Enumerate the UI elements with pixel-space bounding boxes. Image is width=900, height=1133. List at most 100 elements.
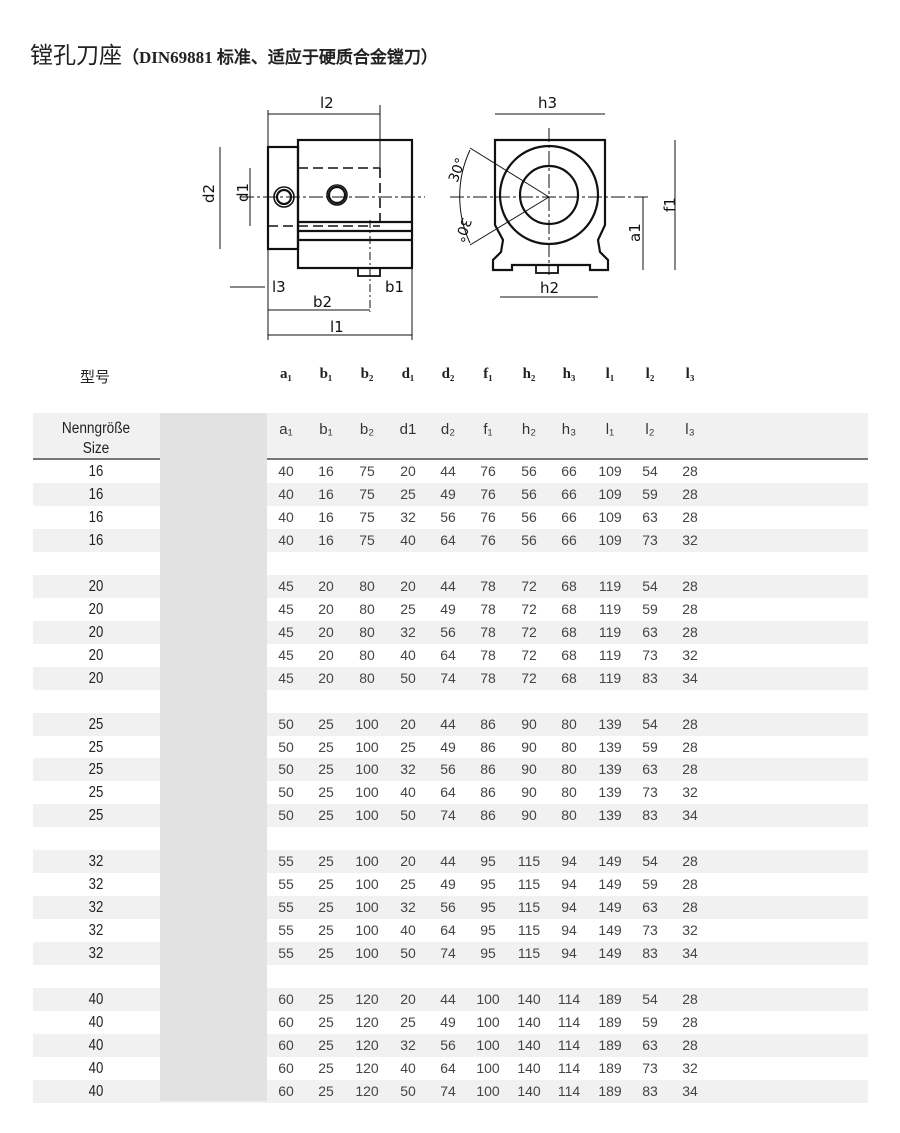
value-cell: 20 xyxy=(318,577,334,594)
technical-drawing: l2 d2 d1 l3 b2 b1 l1 h3 30° 30° a1 f1 h2 xyxy=(200,94,679,340)
spacer-row xyxy=(33,965,868,988)
value-cell: 100 xyxy=(476,1082,500,1099)
value-cell: 114 xyxy=(557,1082,581,1099)
value-cell: 45 xyxy=(278,623,294,640)
value-cell: 189 xyxy=(598,1059,622,1076)
value-cell: 25 xyxy=(400,1014,416,1031)
label-d1: d1 xyxy=(234,183,252,202)
value-cell: 80 xyxy=(561,784,577,801)
value-cell: 50 xyxy=(278,715,294,732)
value-cell: 55 xyxy=(278,922,294,939)
value-cell: 32 xyxy=(682,531,698,548)
value-cell: 68 xyxy=(561,623,577,640)
symbol-10: l₃ xyxy=(685,366,695,382)
value-cell: 100 xyxy=(355,876,379,893)
value-cell: 95 xyxy=(480,945,496,962)
value-cell: 94 xyxy=(561,899,577,916)
column-header: a₁ xyxy=(279,421,293,438)
value-cell: 20 xyxy=(318,600,334,617)
label-l3: l3 xyxy=(272,278,286,296)
value-cell: 59 xyxy=(642,1014,658,1031)
value-cell: 140 xyxy=(517,1082,541,1099)
value-cell: 28 xyxy=(682,738,698,755)
value-cell: 56 xyxy=(440,761,456,778)
size-cell: 20 xyxy=(88,623,104,641)
value-cell: 25 xyxy=(318,899,334,916)
value-cell: 20 xyxy=(400,463,416,479)
label-h3: h3 xyxy=(538,94,557,112)
value-cell: 50 xyxy=(400,945,416,962)
value-cell: 55 xyxy=(278,945,294,962)
value-cell: 115 xyxy=(517,876,541,893)
value-cell: 139 xyxy=(598,738,622,755)
value-cell: 83 xyxy=(642,807,658,824)
value-cell: 86 xyxy=(480,761,496,778)
value-cell: 100 xyxy=(355,738,379,755)
value-cell: 40 xyxy=(278,531,294,548)
value-cell: 109 xyxy=(598,485,622,502)
size-cell: 40 xyxy=(88,1037,104,1054)
value-cell: 25 xyxy=(318,1014,334,1031)
value-cell: 49 xyxy=(440,485,456,502)
value-cell: 100 xyxy=(355,807,379,824)
value-cell: 28 xyxy=(682,853,698,870)
value-cell: 32 xyxy=(682,1059,698,1076)
value-cell: 119 xyxy=(598,623,622,640)
symbol-6: h₂ xyxy=(522,366,536,382)
value-cell: 56 xyxy=(440,623,456,640)
value-cell: 115 xyxy=(517,853,541,870)
value-cell: 74 xyxy=(440,945,456,962)
value-cell: 63 xyxy=(642,508,658,525)
value-cell: 25 xyxy=(318,991,334,1008)
value-cell: 66 xyxy=(561,508,577,525)
value-cell: 119 xyxy=(598,669,622,686)
value-cell: 25 xyxy=(318,876,334,893)
value-cell: 55 xyxy=(278,853,294,870)
value-cell: 60 xyxy=(278,1014,294,1031)
value-cell: 40 xyxy=(400,646,416,663)
value-cell: 25 xyxy=(318,715,334,732)
value-cell: 149 xyxy=(598,899,622,916)
value-cell: 25 xyxy=(318,738,334,755)
value-cell: 49 xyxy=(440,876,456,893)
value-cell: 80 xyxy=(359,646,375,663)
value-cell: 56 xyxy=(521,485,537,502)
value-cell: 100 xyxy=(355,853,379,870)
value-cell: 20 xyxy=(400,991,416,1008)
value-cell: 149 xyxy=(598,945,622,962)
label-f1: f1 xyxy=(661,197,679,212)
symbol-9: l₂ xyxy=(645,366,655,382)
value-cell: 120 xyxy=(355,991,379,1008)
column-header: d1 xyxy=(399,421,417,438)
size-cell: 25 xyxy=(88,738,104,756)
value-cell: 56 xyxy=(440,1037,456,1053)
value-cell: 28 xyxy=(682,623,698,640)
value-cell: 32 xyxy=(400,1037,416,1053)
size-cell: 20 xyxy=(88,646,104,664)
column-header: h₃ xyxy=(561,421,577,438)
spacer-row xyxy=(33,552,868,575)
value-cell: 100 xyxy=(355,784,379,801)
label-d2: d2 xyxy=(200,184,218,203)
value-cell: 49 xyxy=(440,1014,456,1031)
value-cell: 115 xyxy=(517,899,541,916)
value-cell: 119 xyxy=(598,646,622,663)
value-cell: 25 xyxy=(318,807,334,824)
value-cell: 25 xyxy=(318,853,334,870)
value-cell: 72 xyxy=(521,669,537,686)
value-cell: 73 xyxy=(642,646,658,663)
column-header: l₃ xyxy=(685,421,695,438)
value-cell: 78 xyxy=(480,600,496,617)
value-cell: 40 xyxy=(278,463,294,479)
value-cell: 59 xyxy=(642,600,658,617)
size-cell: 25 xyxy=(88,715,104,733)
column-header: b₁ xyxy=(319,421,333,438)
value-cell: 56 xyxy=(440,899,456,916)
